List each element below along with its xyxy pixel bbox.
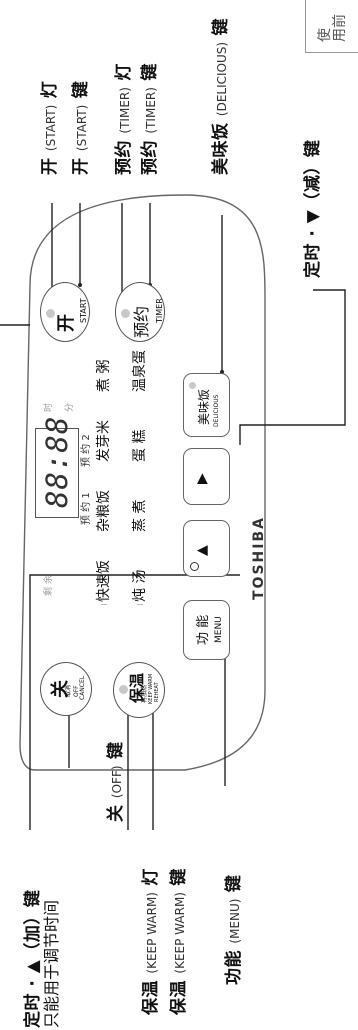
corner-tab-border [305, 0, 306, 52]
menu-item-steam: 蒸 煮 [132, 499, 148, 532]
delicious-lamp [189, 382, 196, 389]
time-up-icon: ▲ [194, 545, 210, 556]
keepwarm-button-en2: REHEAT [154, 682, 160, 702]
menu-separator [101, 604, 107, 605]
time-down-button[interactable] [183, 448, 230, 505]
menu-button-en: MENU [214, 616, 224, 643]
timer-lamp [121, 309, 130, 318]
timer-button-en: TIMER [155, 298, 164, 323]
start-button-en: START [79, 298, 88, 323]
hour-label: 时 [44, 402, 54, 412]
remaining-label: 剩 余 [44, 575, 54, 596]
menu-item-soup: 炖 汤 [132, 569, 148, 602]
menu-item-porridge: 煮 粥 [96, 359, 112, 392]
display-window [35, 428, 79, 518]
menu-item-cake: 蛋 糕 [132, 429, 148, 462]
keepwarm-lamp [119, 685, 128, 694]
off-button[interactable] [40, 662, 92, 716]
delicious-button-label: 美味饭 [197, 388, 211, 425]
menu-item-onsen-egg: 温泉蛋 [132, 350, 148, 392]
minute-label: 分 [65, 402, 75, 412]
delicious-button-en: DELICIOUS [213, 394, 220, 427]
menu-item-grain: 杂粮饭 [96, 490, 112, 532]
display-digits: 88:88 [40, 415, 74, 508]
start-button-label: 开 [56, 314, 77, 332]
menu-button-label: 功 能 [196, 614, 211, 645]
timer1-indicator: 预 约 1 [81, 492, 92, 525]
off-button-en2: CANCEL [79, 675, 86, 700]
menu-separator [137, 604, 143, 605]
menu-item-quick: 快速饭 [96, 560, 112, 602]
timer2-indicator: 预 约 2 [81, 434, 92, 467]
clock-icon [190, 562, 199, 571]
start-lamp [46, 309, 55, 318]
time-down-icon: ▶ [194, 473, 210, 484]
menu-button[interactable] [183, 600, 230, 660]
timer-button-label: 预约 [132, 305, 151, 338]
off-button-sub: 取消 [65, 684, 72, 697]
brand-logo: TOSHIBA [251, 516, 267, 600]
corner-tab-border-bottom [305, 52, 358, 53]
menu-item-germ: 发芽米 [96, 420, 112, 462]
